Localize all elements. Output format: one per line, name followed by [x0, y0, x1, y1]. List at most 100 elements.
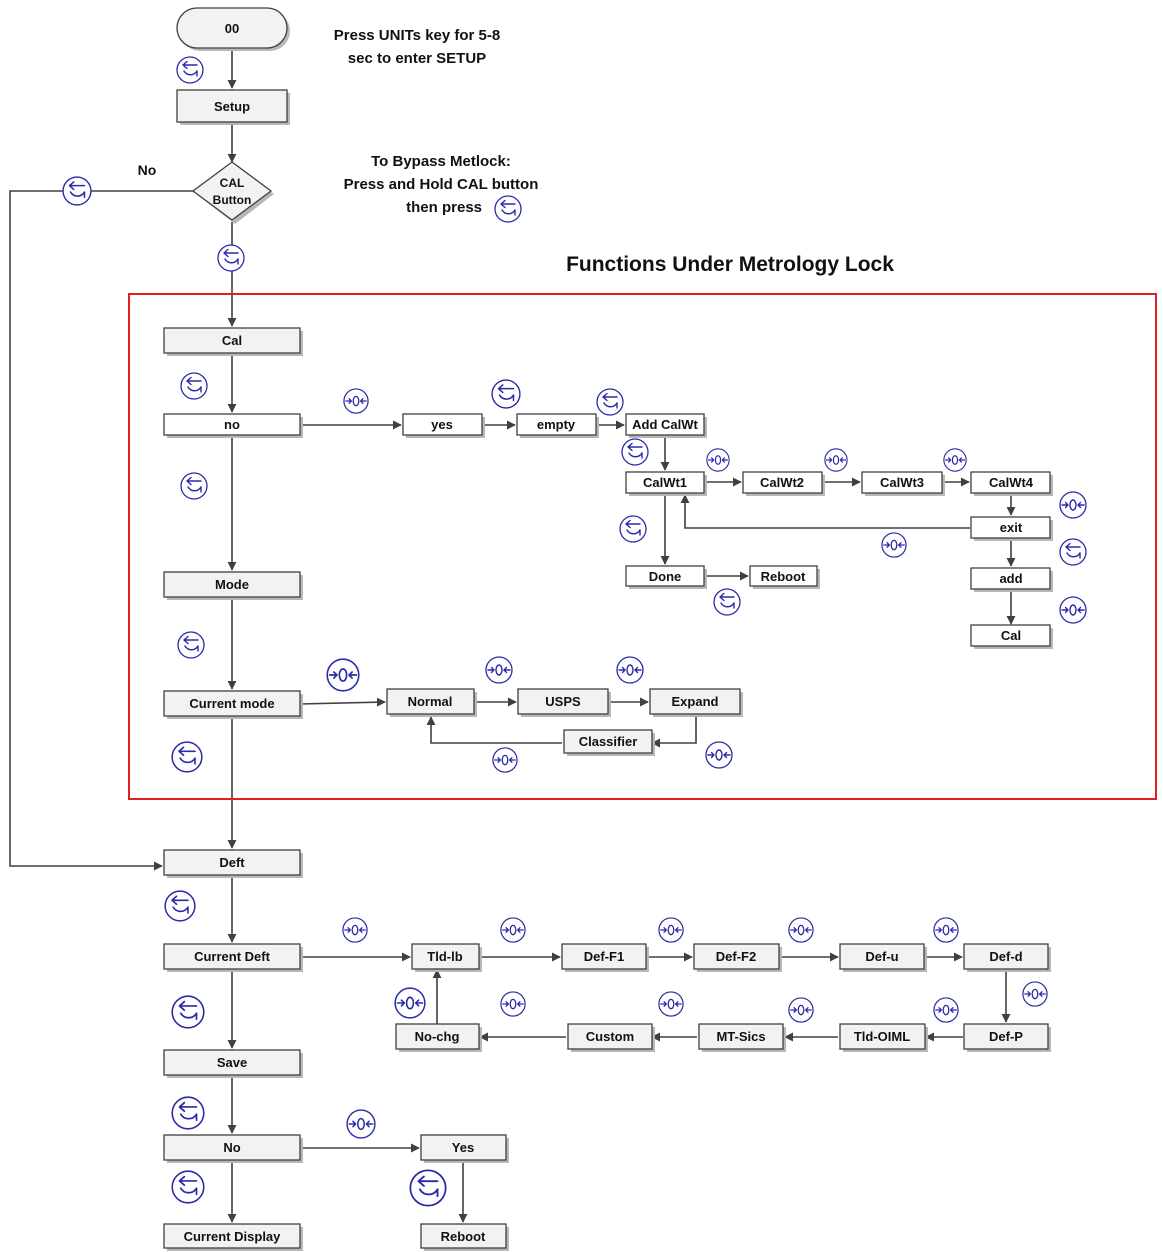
node-def-f2: Def-F2 [693, 943, 782, 972]
svg-text:no: no [224, 417, 240, 432]
svg-text:Reboot: Reboot [441, 1229, 486, 1244]
enter-key-icon [491, 379, 521, 409]
svg-text:Deft: Deft [219, 855, 245, 870]
enter-key-icon [164, 890, 196, 922]
node-no-cal: no [163, 413, 303, 438]
node-def-d: Def-d [963, 943, 1051, 972]
zero-key-icon [485, 656, 513, 684]
node-current-mode: Current mode [163, 690, 303, 719]
connectors [9, 50, 1016, 1223]
enter-key-icon [619, 515, 647, 543]
enter-key-icon [217, 244, 245, 272]
zero-key-icon [881, 532, 907, 558]
enter-key-icon [171, 1096, 205, 1130]
enter-key-icon [180, 472, 208, 500]
zero-key-icon [394, 987, 426, 1019]
zero-key-icon [943, 448, 967, 472]
svg-text:Mode: Mode [215, 577, 249, 592]
zero-key-icon [492, 747, 518, 773]
node-expand: Expand [649, 688, 743, 717]
enter-key-icon [176, 56, 204, 84]
svg-text:No: No [223, 1140, 240, 1155]
svg-text:Current mode: Current mode [189, 696, 274, 711]
node-done: Done [625, 565, 707, 589]
node-def-p: Def-P [963, 1023, 1051, 1052]
enter-key-icon [171, 1170, 205, 1204]
zero-key-icon [500, 991, 526, 1017]
svg-text:add: add [999, 571, 1022, 586]
svg-text:MT-Sics: MT-Sics [716, 1029, 765, 1044]
node-reboot-cal: Reboot [749, 565, 820, 589]
node-calwt1: CalWt1 [625, 471, 707, 496]
zero-key-icon [933, 997, 959, 1023]
svg-text:empty: empty [537, 417, 576, 432]
svg-text:Reboot: Reboot [761, 569, 806, 584]
svg-text:Def-d: Def-d [989, 949, 1022, 964]
node-mode: Mode [163, 571, 303, 600]
note-enter-setup-line2: sec to enter SETUP [348, 50, 486, 67]
zero-key-icon [1059, 596, 1087, 624]
svg-text:Expand: Expand [672, 694, 719, 709]
zero-key-icon [1022, 981, 1048, 1007]
svg-text:Tld-OIML: Tld-OIML [854, 1029, 910, 1044]
zero-key-icon [788, 917, 814, 943]
zero-key-icon [705, 741, 733, 769]
svg-text:Button: Button [213, 193, 252, 207]
metrology-lock-region [128, 293, 1157, 800]
svg-text:Tld-lb: Tld-lb [427, 949, 462, 964]
zero-key-icon [658, 991, 684, 1017]
node-save: Save [163, 1049, 303, 1078]
node-custom: Custom [567, 1023, 655, 1052]
zero-key-icon [706, 448, 730, 472]
svg-text:Yes: Yes [452, 1140, 474, 1155]
node-tld-oiml: Tld-OIML [839, 1023, 928, 1052]
enter-key-icon [62, 176, 92, 206]
enter-key-icon [713, 588, 741, 616]
svg-text:CalWt3: CalWt3 [880, 475, 924, 490]
node-normal: Normal [386, 688, 477, 717]
zero-key-icon [824, 448, 848, 472]
node-def-u: Def-u [839, 943, 927, 972]
enter-key-icon [171, 741, 203, 773]
zero-key-icon [933, 917, 959, 943]
node-add-calwt: Add CalWt [625, 413, 707, 438]
node-mt-sics: MT-Sics [698, 1023, 786, 1052]
note-enter-setup-line1: Press UNITs key for 5-8 [334, 27, 500, 44]
enter-key-icon [180, 372, 208, 400]
node-usps: USPS [517, 688, 611, 717]
node-cal-end: Cal [970, 624, 1053, 649]
node-yes-cal: yes [402, 413, 485, 438]
zero-key-icon [343, 388, 369, 414]
zero-key-icon [1059, 491, 1087, 519]
svg-text:exit: exit [1000, 520, 1023, 535]
svg-text:Cal: Cal [222, 333, 242, 348]
enter-key-icon [1059, 538, 1087, 566]
node-calwt4: CalWt4 [970, 471, 1053, 496]
svg-text:Done: Done [649, 569, 682, 584]
zero-key-icon [616, 656, 644, 684]
svg-text:Setup: Setup [214, 99, 250, 114]
node-empty: empty [516, 413, 599, 438]
start-node: 00 [176, 7, 290, 51]
svg-text:Def-u: Def-u [865, 949, 898, 964]
svg-text:Def-F1: Def-F1 [584, 949, 624, 964]
zero-key-icon [342, 917, 368, 943]
svg-text:CAL: CAL [220, 176, 245, 190]
svg-text:USPS: USPS [545, 694, 581, 709]
cal-button-decision: CAL Button [191, 161, 274, 224]
node-add: add [970, 567, 1053, 592]
enter-key-icon [409, 1169, 447, 1207]
svg-text:CalWt2: CalWt2 [760, 475, 804, 490]
note-bypass-line2: Press and Hold CAL button [344, 176, 539, 193]
enter-key-icon [177, 631, 205, 659]
svg-text:Current Deft: Current Deft [194, 949, 271, 964]
svg-text:CalWt1: CalWt1 [643, 475, 687, 490]
node-calwt2: CalWt2 [742, 471, 825, 496]
node-exit: exit [970, 516, 1053, 541]
node-classifier: Classifier [563, 729, 655, 756]
svg-text:00: 00 [225, 21, 239, 36]
svg-text:CalWt4: CalWt4 [989, 475, 1034, 490]
svg-text:Current Display: Current Display [184, 1229, 282, 1244]
node-calwt3: CalWt3 [861, 471, 945, 496]
